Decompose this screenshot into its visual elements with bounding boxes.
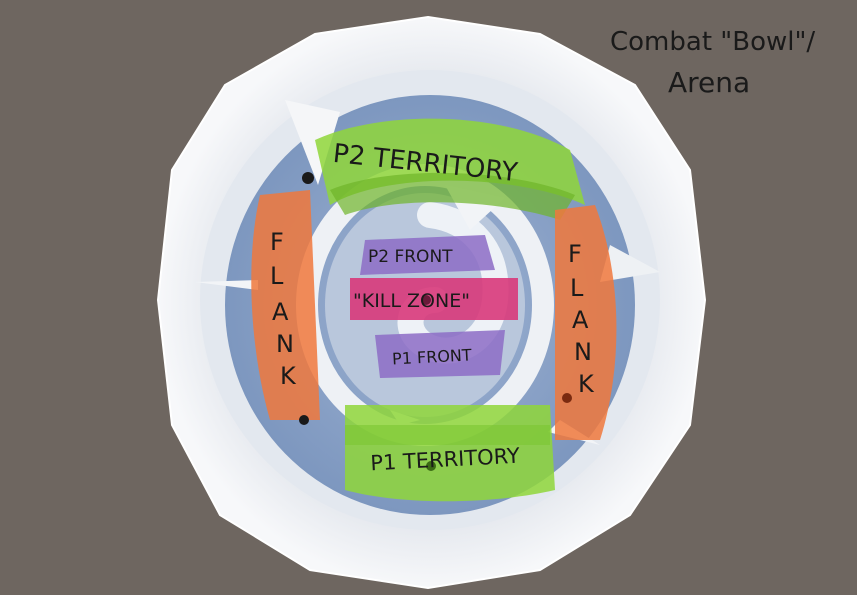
flank-left-label: F L A N K (270, 228, 297, 390)
flank-left-letter: N (276, 330, 294, 358)
flank-left-letter: K (280, 362, 297, 390)
flank-right-zone (555, 205, 617, 440)
flank-left-letter: L (270, 262, 284, 290)
spawn-marker-p2 (302, 172, 314, 184)
ramp-left (195, 280, 258, 290)
p1-territory-shadow (345, 425, 550, 445)
kill-zone-label: "KILL ZONE" (353, 290, 470, 312)
flank-left-zone (251, 190, 320, 420)
p2-front-label: P2 FRONT (368, 247, 453, 267)
flank-right-letter: L (570, 274, 584, 302)
spawn-marker-center (421, 295, 431, 305)
spawn-marker-left (299, 415, 309, 425)
flank-right-letter: A (572, 306, 589, 334)
flank-left-letter: A (272, 298, 289, 326)
spawn-marker-p1 (426, 461, 436, 471)
flank-right-letter: N (574, 338, 592, 366)
p1-front-label: P1 FRONT (392, 345, 473, 368)
flank-right-letter: K (578, 370, 595, 398)
p2-front-zone (360, 235, 495, 275)
spawn-marker-right (562, 393, 572, 403)
flank-right-letter: F (568, 240, 582, 268)
p1-front-zone (375, 330, 505, 378)
flank-right-label: F L A N K (568, 240, 595, 398)
ramp-top-left (285, 100, 340, 185)
flank-left-letter: F (270, 228, 284, 256)
annotation-title-line1: Combat "Bowl"/ (610, 27, 815, 57)
p2-territory-shadow (330, 172, 575, 220)
ramp-right (600, 245, 660, 282)
kill-zone (350, 278, 518, 320)
annotation-title-line2: Arena (668, 66, 750, 99)
